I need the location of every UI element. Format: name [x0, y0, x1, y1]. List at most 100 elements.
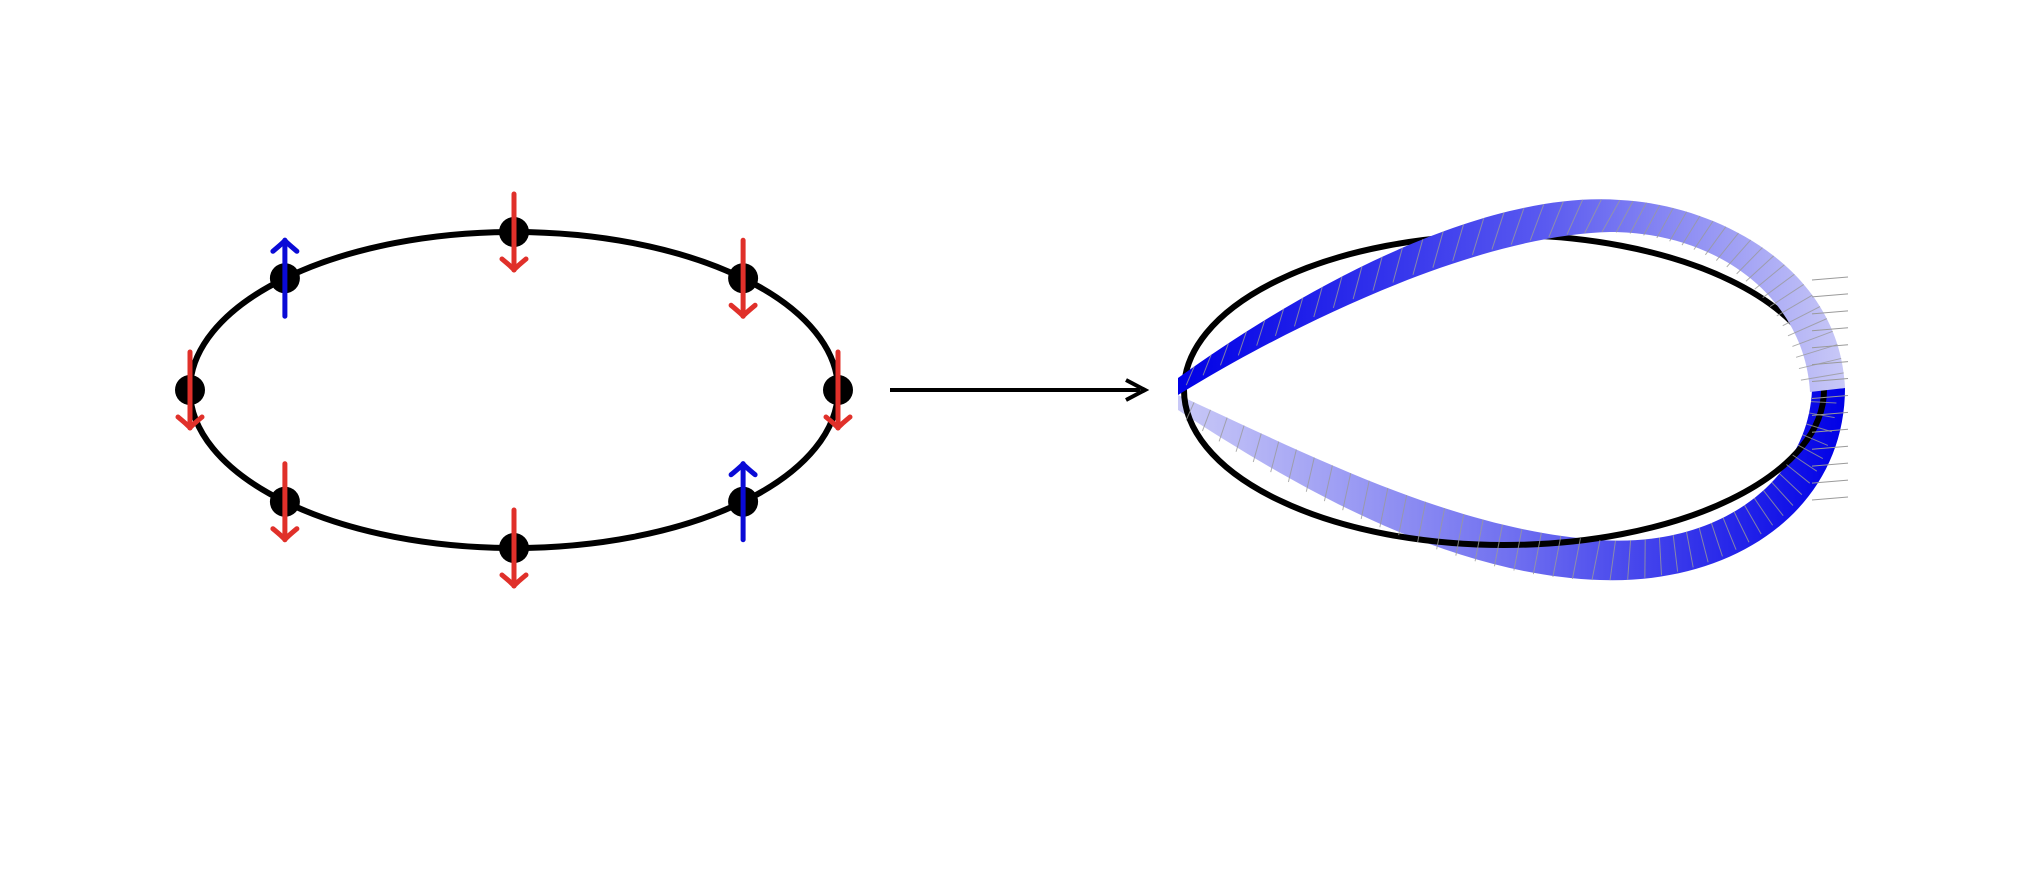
- hatch-line: [1202, 354, 1212, 376]
- hatch-line: [1811, 378, 1849, 383]
- site-lower-right: [728, 461, 759, 543]
- hatch-line: [1352, 266, 1363, 300]
- hatch-line: [1615, 200, 1634, 233]
- hatch-line: [1379, 487, 1389, 528]
- hatch-line: [1811, 462, 1849, 467]
- hatch-line: [1398, 494, 1408, 536]
- hatch-line: [1235, 425, 1245, 452]
- hatch-line: [1270, 441, 1280, 473]
- hatch-line: [1792, 454, 1818, 472]
- hatch-line: [1811, 479, 1849, 484]
- hatch-line: [1685, 531, 1694, 568]
- hatch-line: [1274, 308, 1285, 337]
- hatch-line: [1797, 444, 1824, 460]
- hatch-line: [1811, 496, 1849, 501]
- hatch-line: [1745, 255, 1775, 282]
- hatch-line: [1715, 232, 1739, 261]
- hatch-line: [1412, 239, 1424, 275]
- hatch-line: [1710, 522, 1723, 557]
- hatch-line: [1672, 534, 1679, 572]
- hatch-line: [1372, 256, 1383, 291]
- hatch-line: [1782, 306, 1821, 327]
- hatch-line: [1753, 497, 1774, 526]
- hatch-line: [1811, 344, 1849, 349]
- hatch-line: [1252, 433, 1262, 463]
- hatch-line: [1185, 366, 1195, 386]
- hatch-line: [1293, 297, 1304, 327]
- site-left: [175, 349, 205, 431]
- hatch-line: [1219, 343, 1229, 366]
- hatch-line: [1609, 540, 1616, 581]
- spin-up-arrow-icon: [728, 461, 758, 543]
- hatch-line: [1571, 538, 1581, 579]
- hatch-line: [1360, 480, 1370, 520]
- site-upper-right: [728, 237, 759, 319]
- hatch-line: [1455, 514, 1465, 556]
- hatch-line: [1786, 464, 1811, 484]
- hatch-line: [1529, 203, 1545, 241]
- hatch-line: [1800, 372, 1844, 381]
- spin-down-arrow-icon: [728, 237, 758, 319]
- hatch-line: [1474, 519, 1484, 562]
- right-arrow-icon: [890, 378, 1150, 402]
- spin-ring-panel: [175, 191, 853, 589]
- hatch-line: [1627, 540, 1632, 580]
- hatch-line: [1237, 331, 1247, 356]
- hatch-line: [1704, 226, 1727, 256]
- hatch-line: [1643, 204, 1661, 236]
- site-upper-left: [269, 237, 300, 319]
- hatch-line: [1669, 211, 1688, 242]
- hatch-line: [1808, 412, 1835, 419]
- hatch-line: [1722, 517, 1737, 550]
- hatch-line: [1779, 473, 1803, 496]
- site-top: [499, 191, 529, 273]
- hatch-line: [1287, 449, 1297, 483]
- site-lower-left: [269, 461, 300, 543]
- hatch-line: [1811, 276, 1849, 281]
- mobius-band-back-strip: [1178, 388, 1845, 581]
- hatch-line: [1510, 207, 1525, 245]
- ring-ellipse-right: [1181, 232, 1827, 548]
- hatch-line: [1332, 276, 1343, 309]
- hatch-line: [1681, 215, 1701, 246]
- hatch-line: [1323, 465, 1333, 502]
- hatch-line: [1584, 199, 1602, 234]
- hatch-line: [1802, 434, 1829, 446]
- hatch-line: [1771, 481, 1794, 506]
- site-right: [823, 349, 853, 431]
- hatch-line: [1548, 201, 1564, 238]
- mobius-band-hatching: [1185, 199, 1849, 581]
- hatch-line: [1185, 402, 1195, 421]
- spin-down-arrow-icon: [499, 507, 529, 589]
- hatch-line: [1763, 490, 1784, 516]
- hatch-line: [1256, 320, 1266, 346]
- hatch-line: [1532, 532, 1542, 575]
- site-bottom: [499, 507, 529, 589]
- hatch-line: [1658, 537, 1662, 576]
- spin-down-arrow-icon: [499, 191, 529, 273]
- hatch-line: [1417, 501, 1427, 543]
- hatch-line: [1811, 310, 1849, 315]
- spin-down-arrow-icon: [175, 349, 205, 431]
- hatch-line: [1629, 202, 1647, 234]
- hatch-line: [1305, 457, 1315, 492]
- hatch-line: [1811, 361, 1849, 366]
- hatch-line: [1811, 394, 1849, 399]
- hatch-line: [1726, 239, 1752, 268]
- hatch-line: [1392, 247, 1403, 283]
- hatch-line: [1810, 401, 1837, 404]
- hatch-line: [1656, 207, 1674, 239]
- spin-down-arrow-icon: [270, 461, 300, 543]
- hatch-line: [1201, 409, 1211, 432]
- hatch-line: [1811, 445, 1849, 450]
- hatch-line: [1493, 524, 1503, 567]
- hatch-line: [1471, 217, 1485, 256]
- spin-down-arrow-icon: [823, 349, 853, 431]
- hatch-line: [1795, 344, 1838, 358]
- hatch-line: [1698, 527, 1709, 563]
- hatch-line: [1342, 473, 1352, 511]
- hatch-line: [1566, 199, 1584, 235]
- mobius-band-panel: [1178, 199, 1849, 581]
